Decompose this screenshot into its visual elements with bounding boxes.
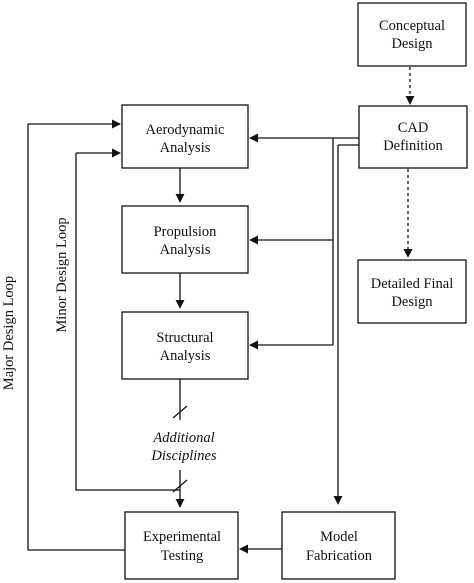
box-aerodynamic-analysis xyxy=(121,104,249,169)
break-mark-upper xyxy=(172,405,188,419)
labels: Conceptual Design CAD Definition Aerodyn… xyxy=(1,18,453,564)
connectors xyxy=(27,67,415,554)
prop-label-line2: Analysis xyxy=(160,242,211,258)
major-loop-label: Major Design Loop xyxy=(1,276,17,390)
cad-label-line1: CAD xyxy=(398,120,429,136)
additional-label-line1: Additional xyxy=(152,430,214,446)
boxes xyxy=(121,2,468,580)
aero-label-line2: Analysis xyxy=(160,140,211,156)
minor-loop-line xyxy=(75,153,180,491)
box-detailed-final-design xyxy=(357,259,467,324)
major-loop-line xyxy=(27,124,125,551)
cad-label-line2: Definition xyxy=(383,138,443,154)
box-structural-analysis xyxy=(121,311,249,380)
box-model-fabrication xyxy=(281,511,396,580)
struct-label-line1: Structural xyxy=(156,330,213,346)
minor-loop-label: Minor Design Loop xyxy=(54,217,70,332)
box-cad-definition xyxy=(358,105,468,169)
box-experimental-testing xyxy=(124,511,239,580)
conceptual-label-line2: Design xyxy=(391,36,433,52)
additional-label-line2: Disciplines xyxy=(150,448,217,464)
prop-label-line1: Propulsion xyxy=(154,224,218,240)
detailed-label-line2: Design xyxy=(391,294,433,310)
struct-label-line2: Analysis xyxy=(160,348,211,364)
exp-label-line1: Experimental xyxy=(143,529,221,545)
box-propulsion-analysis xyxy=(121,205,249,274)
aero-label-line1: Aerodynamic xyxy=(146,122,225,138)
conceptual-label-line1: Conceptual xyxy=(379,18,445,34)
detailed-label-line1: Detailed Final xyxy=(371,276,454,292)
box-conceptual-design xyxy=(357,2,467,67)
exp-label-line2: Testing xyxy=(161,548,203,564)
model-label-line1: Model xyxy=(320,529,358,545)
model-label-line2: Fabrication xyxy=(306,548,373,564)
